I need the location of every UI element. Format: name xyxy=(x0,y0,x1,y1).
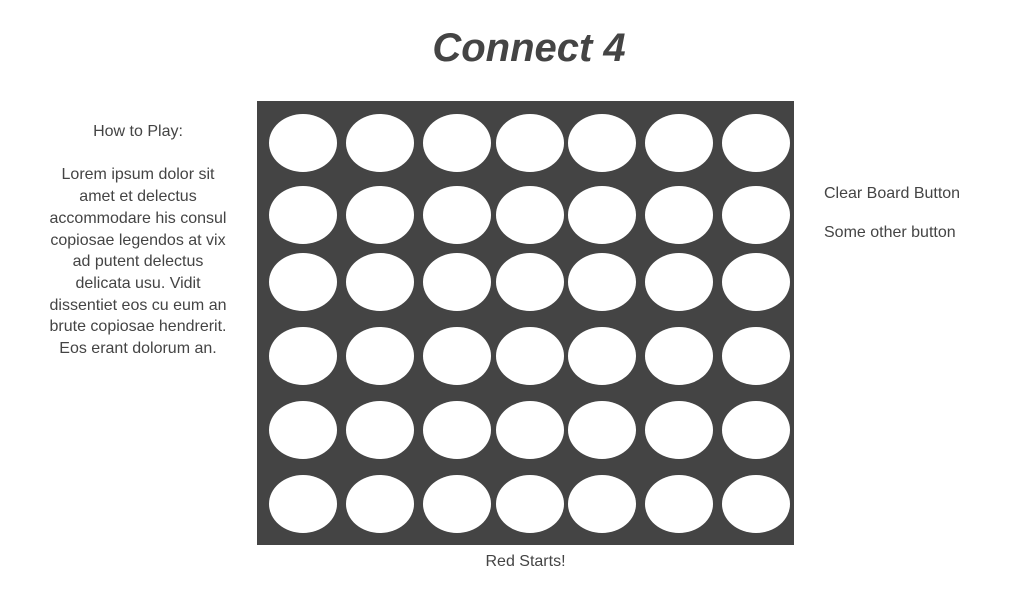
other-button[interactable]: Some other button xyxy=(824,224,956,241)
board-cell-r3-c6[interactable] xyxy=(645,253,713,311)
board-cell-r3-c1[interactable] xyxy=(269,253,337,311)
board-cell-r6-c6[interactable] xyxy=(645,475,713,533)
board-cell-r1-c2[interactable] xyxy=(346,114,414,172)
board-cell-r4-c7[interactable] xyxy=(722,327,790,385)
game-board xyxy=(257,101,794,545)
board-cell-r5-c5[interactable] xyxy=(568,401,636,459)
board-cell-r1-c6[interactable] xyxy=(645,114,713,172)
board-cell-r1-c5[interactable] xyxy=(568,114,636,172)
board-cell-r3-c4[interactable] xyxy=(496,253,564,311)
board-cell-r6-c2[interactable] xyxy=(346,475,414,533)
how-to-play-panel: How to Play: Lorem ipsum dolor sit amet … xyxy=(46,121,230,360)
board-cell-r2-c1[interactable] xyxy=(269,186,337,244)
board-cell-r4-c2[interactable] xyxy=(346,327,414,385)
status-message: Red Starts! xyxy=(485,553,566,570)
board-cell-r1-c7[interactable] xyxy=(722,114,790,172)
board-cell-r6-c5[interactable] xyxy=(568,475,636,533)
how-to-play-heading: How to Play: xyxy=(93,123,183,140)
board-cell-r2-c3[interactable] xyxy=(423,186,491,244)
how-to-play-text: Lorem ipsum dolor sit amet et delectus a… xyxy=(49,166,227,358)
board-cell-r6-c7[interactable] xyxy=(722,475,790,533)
board-cell-r4-c5[interactable] xyxy=(568,327,636,385)
board-cell-r2-c5[interactable] xyxy=(568,186,636,244)
page-title: Connect 4 xyxy=(432,26,626,70)
board-cell-r2-c6[interactable] xyxy=(645,186,713,244)
board-cell-r4-c6[interactable] xyxy=(645,327,713,385)
board-cell-r5-c6[interactable] xyxy=(645,401,713,459)
board-cell-r5-c4[interactable] xyxy=(496,401,564,459)
board-cell-r6-c3[interactable] xyxy=(423,475,491,533)
board-cell-r3-c7[interactable] xyxy=(722,253,790,311)
board-cell-r1-c3[interactable] xyxy=(423,114,491,172)
board-cell-r3-c3[interactable] xyxy=(423,253,491,311)
board-cell-r3-c2[interactable] xyxy=(346,253,414,311)
board-cell-r2-c7[interactable] xyxy=(722,186,790,244)
board-cell-r5-c7[interactable] xyxy=(722,401,790,459)
board-cell-r6-c4[interactable] xyxy=(496,475,564,533)
board-cell-r3-c5[interactable] xyxy=(568,253,636,311)
board-cell-r1-c1[interactable] xyxy=(269,114,337,172)
board-cell-r2-c2[interactable] xyxy=(346,186,414,244)
clear-board-button[interactable]: Clear Board Button xyxy=(824,185,961,202)
board-cell-r5-c2[interactable] xyxy=(346,401,414,459)
board-cell-r1-c4[interactable] xyxy=(496,114,564,172)
board-cell-r6-c1[interactable] xyxy=(269,475,337,533)
board-cell-r4-c4[interactable] xyxy=(496,327,564,385)
board-cell-r4-c1[interactable] xyxy=(269,327,337,385)
board-cell-r5-c3[interactable] xyxy=(423,401,491,459)
board-cell-r4-c3[interactable] xyxy=(423,327,491,385)
board-cell-r5-c1[interactable] xyxy=(269,401,337,459)
controls-panel: Clear Board Button Some other button xyxy=(824,184,1009,262)
board-cell-r2-c4[interactable] xyxy=(496,186,564,244)
